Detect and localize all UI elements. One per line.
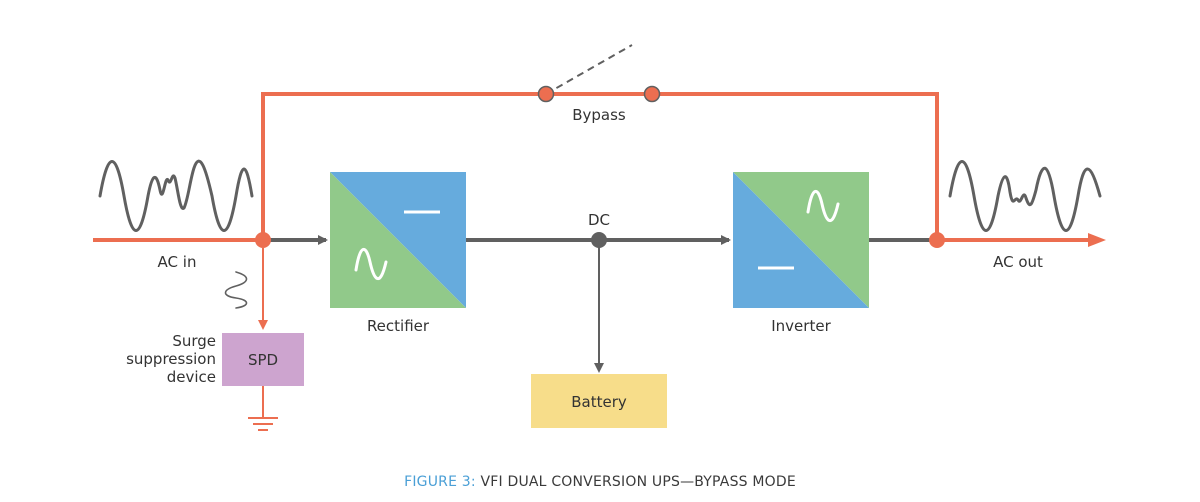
surge-label-line1: Surge bbox=[172, 332, 216, 350]
surge-label-line3: device bbox=[167, 368, 216, 386]
surge-label-line2: suppression bbox=[126, 350, 216, 368]
rectifier-label: Rectifier bbox=[367, 317, 430, 335]
bypass-label: Bypass bbox=[572, 106, 626, 124]
dc-label: DC bbox=[588, 211, 610, 229]
ground-icon bbox=[248, 386, 278, 431]
caption-title: VFI DUAL CONVERSION UPS—BYPASS MODE bbox=[480, 474, 796, 490]
ac-out-label: AC out bbox=[993, 253, 1043, 271]
bypass-switch-contact-left bbox=[537, 85, 555, 103]
battery-box bbox=[531, 374, 667, 428]
figure-caption: FIGURE 3: VFI DUAL CONVERSION UPS—BYPASS… bbox=[0, 474, 1200, 490]
inverter-block bbox=[733, 172, 869, 308]
battery-arrowhead bbox=[594, 363, 604, 373]
ac-out-arrowhead bbox=[1088, 233, 1106, 247]
ac-sine-icon bbox=[806, 190, 840, 222]
bypass-switch-contact-right bbox=[643, 85, 661, 103]
spd-arrowhead bbox=[258, 320, 268, 330]
spd-box bbox=[222, 333, 304, 386]
inverter-label: Inverter bbox=[771, 317, 831, 335]
input-junction-dot bbox=[255, 232, 271, 248]
spd-label: SPD bbox=[248, 351, 278, 369]
battery-label: Battery bbox=[571, 393, 627, 411]
surge-waveform-icon bbox=[224, 271, 248, 309]
rectifier-block bbox=[330, 172, 466, 308]
caption-prefix: FIGURE 3: bbox=[404, 474, 476, 490]
bypass-line bbox=[261, 92, 939, 240]
input-waveform-icon bbox=[98, 159, 254, 232]
output-waveform-icon bbox=[948, 160, 1102, 232]
ac-sine-icon bbox=[354, 248, 388, 280]
bypass-switch-blade bbox=[545, 44, 633, 95]
ac-in-label: AC in bbox=[158, 253, 197, 271]
output-junction-dot bbox=[929, 232, 945, 248]
